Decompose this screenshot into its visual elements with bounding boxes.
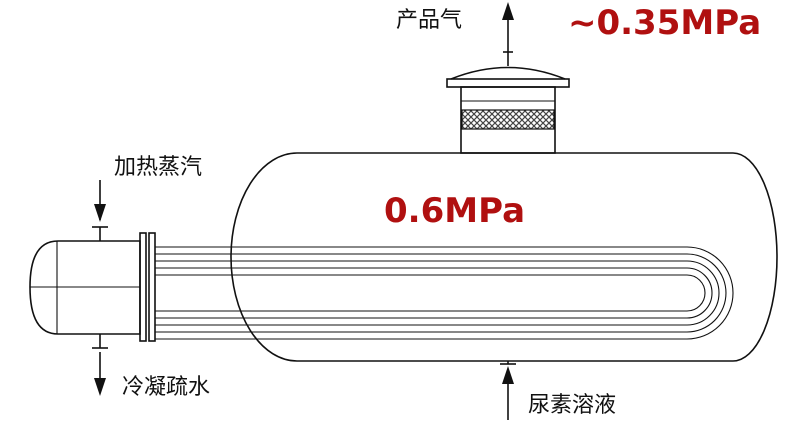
pressure-vessel: 0.6MPa xyxy=(384,191,525,231)
urea-inlet-arrow xyxy=(502,366,514,384)
urea-inlet xyxy=(500,361,516,420)
label-heating-steam: 加热蒸汽 xyxy=(114,155,202,180)
demister-mesh xyxy=(461,109,555,130)
pressure-outlet: ~0.35MPa xyxy=(568,3,761,43)
product-gas-arrow xyxy=(502,2,514,52)
vapor-outlet-dome xyxy=(446,51,570,154)
channel-head xyxy=(29,232,156,342)
label-urea-solution: 尿素溶液 xyxy=(528,393,616,418)
steam-inlet-arrow xyxy=(94,204,106,222)
condensate-outlet-arrow xyxy=(94,378,106,396)
u-tube-bundle xyxy=(155,246,734,340)
main-vessel xyxy=(230,152,778,362)
label-condensate: 冷凝疏水 xyxy=(122,375,210,400)
condensate-outlet xyxy=(92,334,108,396)
label-product-gas: 产品气 xyxy=(396,8,462,33)
steam-inlet xyxy=(92,180,108,241)
